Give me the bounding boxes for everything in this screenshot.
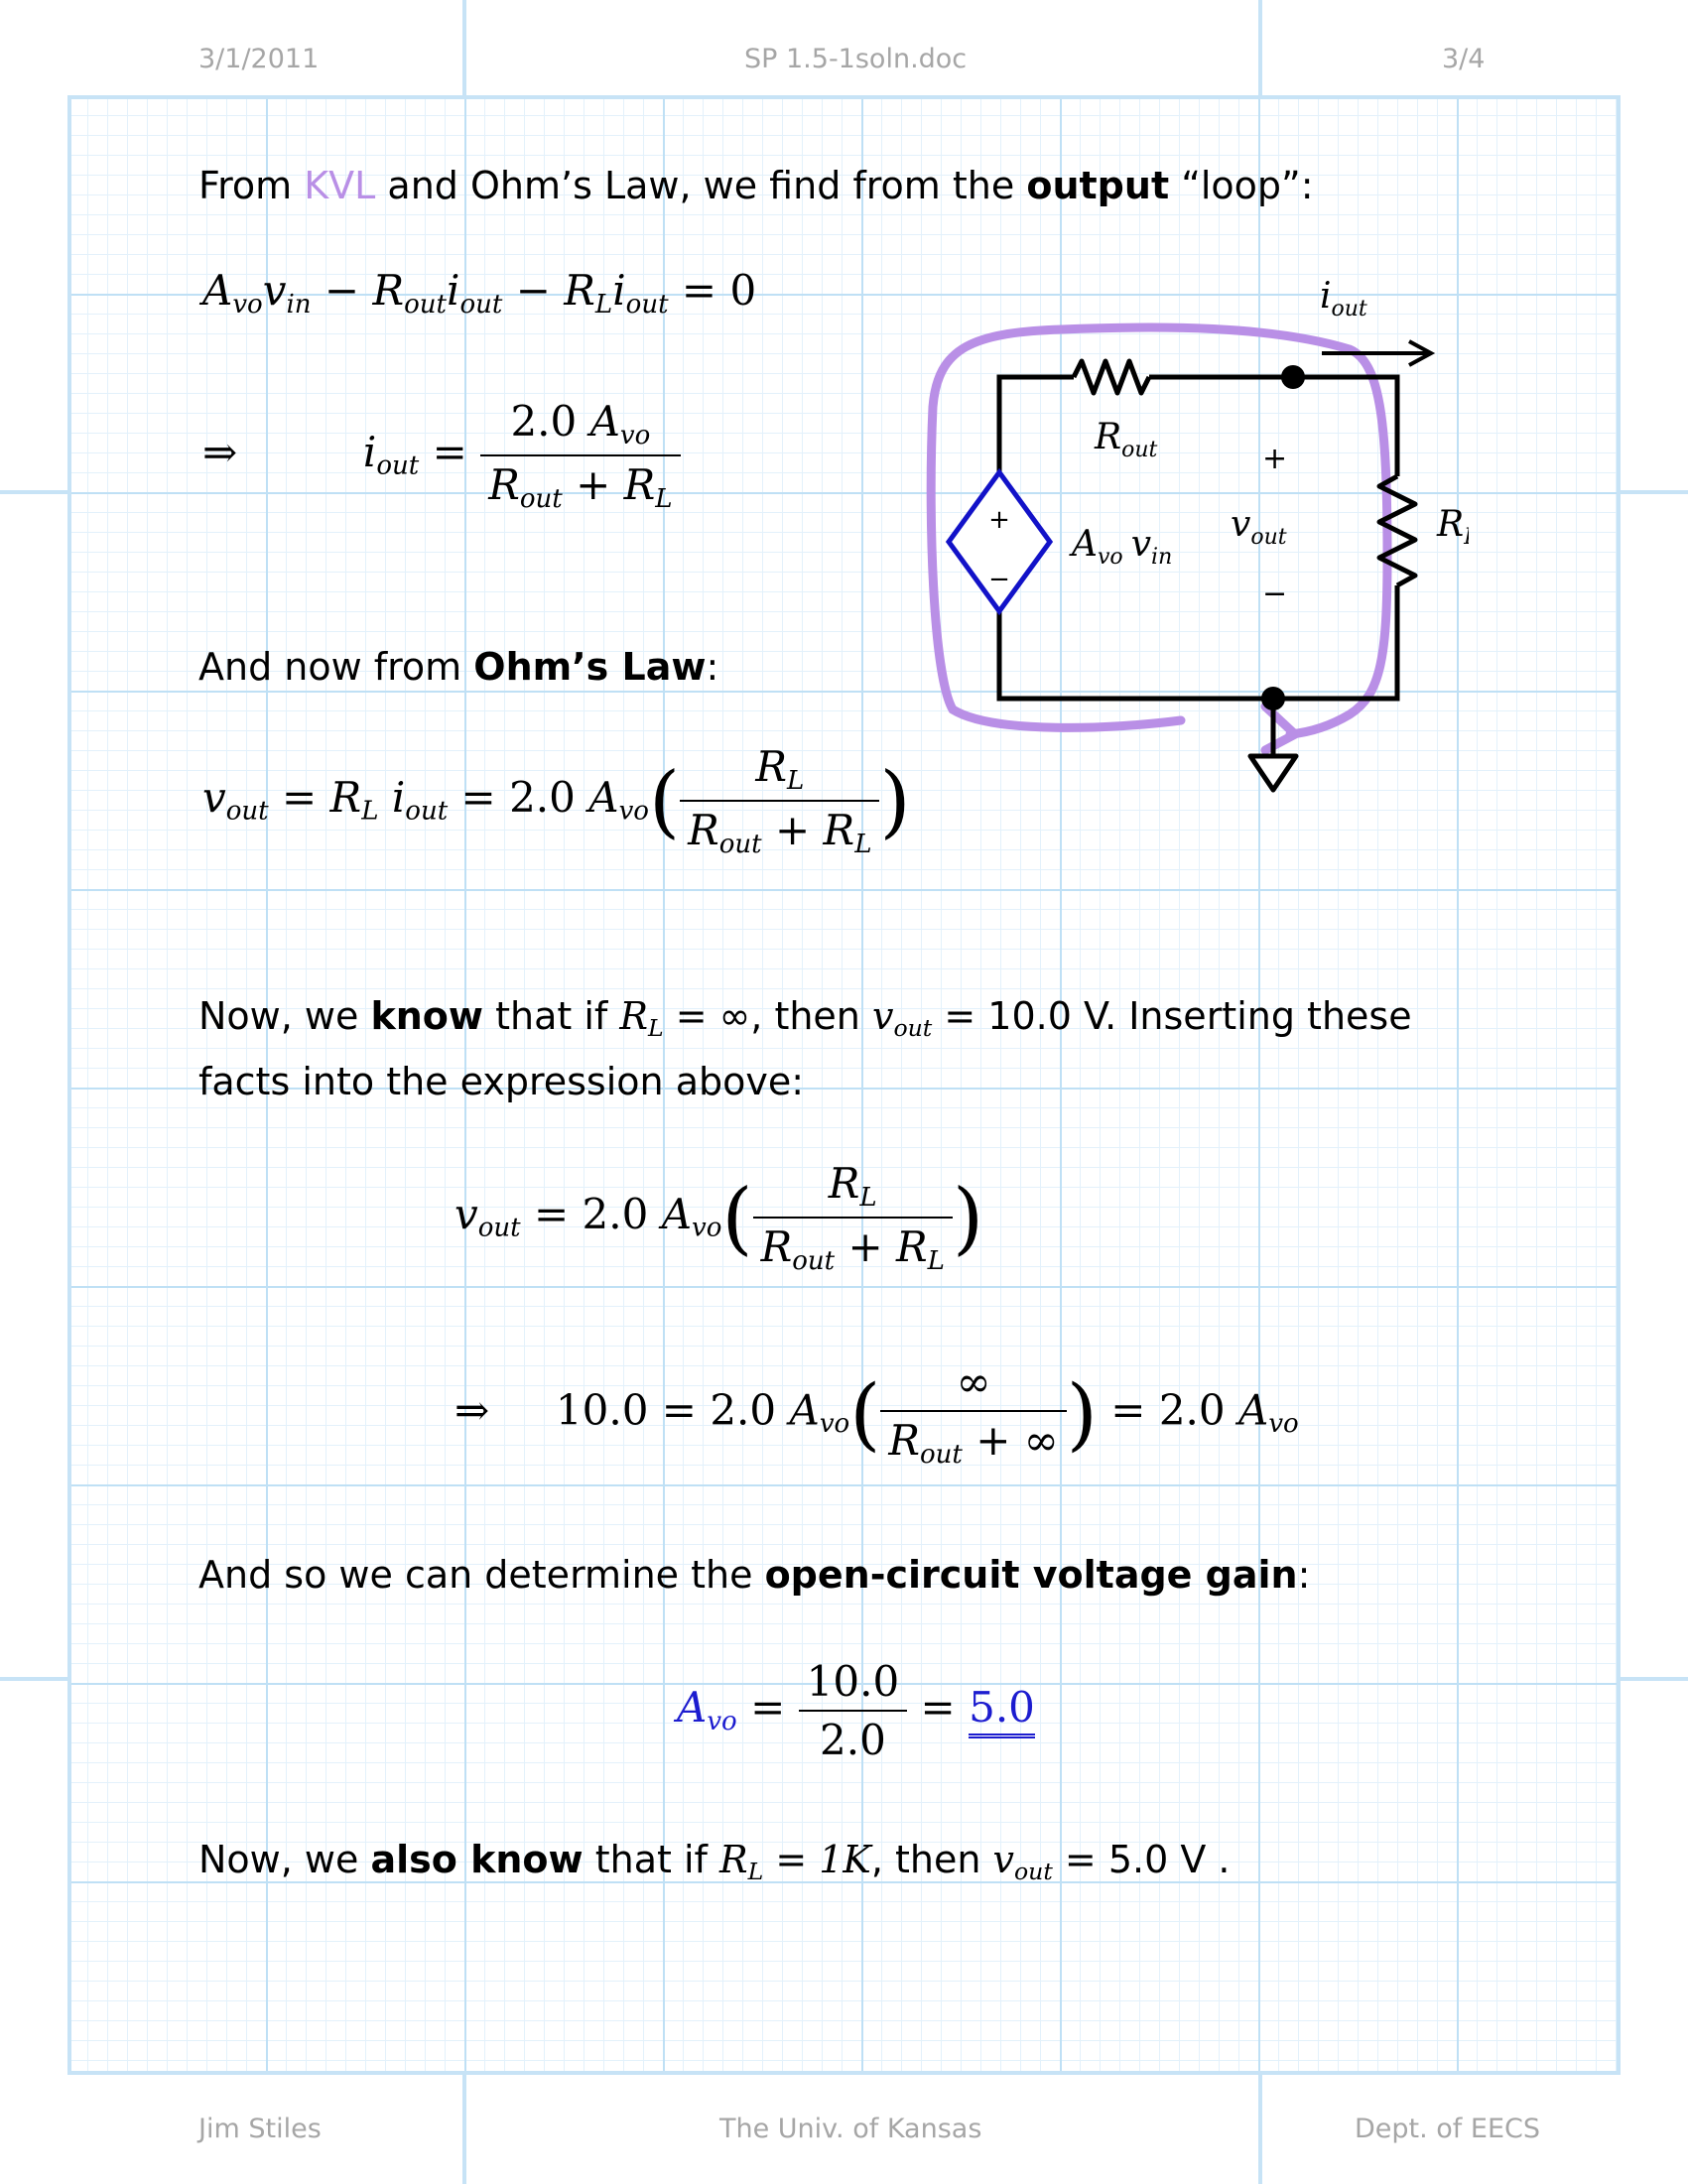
footer-university: The Univ. of Kansas — [719, 2114, 982, 2144]
dependent-voltage-source-icon — [945, 467, 1054, 616]
source-plus: + — [988, 505, 1010, 535]
equation-kvl-loop: Avovin − Routiout − RLiout = 0 — [202, 266, 757, 320]
ground-icon — [1247, 753, 1299, 793]
footer-author: Jim Stiles — [198, 2114, 322, 2144]
label-r-l: RL — [1436, 504, 1469, 550]
kvl-highlight: KVL — [304, 164, 376, 207]
resistor-rout — [1071, 358, 1152, 396]
header-date: 3/1/2011 — [198, 44, 320, 74]
header-filename: SP 1.5-1soln.doc — [744, 44, 968, 74]
wire-top-left — [996, 374, 1074, 472]
paragraph-1k-load: Now, we also know that if RL = 1K, then … — [198, 1838, 1231, 1886]
equation-open-circuit: ⇒ 10.0 = 2.0 Avo(∞Rout + ∞) = 2.0 Avo — [454, 1357, 1299, 1470]
footer-dept: Dept. of EECS — [1355, 2114, 1541, 2144]
header-page: 3/4 — [1442, 44, 1486, 74]
vout-minus: − — [1262, 577, 1287, 611]
resistor-rl — [1376, 473, 1418, 588]
label-i-out: iout — [1320, 276, 1367, 321]
circuit-diagram: + − iout Rout RL Avovin + vout − — [926, 276, 1469, 793]
kvl-loop-arrowhead — [1260, 702, 1300, 755]
label-v-out: vout — [1231, 504, 1287, 550]
source-minus: − — [988, 565, 1010, 594]
current-arrow-head — [1408, 339, 1436, 367]
wire-right-bottom — [996, 585, 1400, 702]
paragraph-infinite-load-line2: facts into the expression above: — [198, 1060, 805, 1103]
paragraph-kvl: From KVL and Ohm’s Law, we find from the… — [198, 164, 1314, 207]
paragraph-infinite-load: Now, we know that if RL = ∞, then vout =… — [198, 994, 1412, 1043]
kvl-loop-arrow — [926, 322, 1392, 739]
paragraph-gain: And so we can determine the open-circuit… — [198, 1553, 1311, 1597]
answer-value: 5.0 — [969, 1683, 1035, 1738]
label-r-out: Rout — [1094, 417, 1158, 462]
wire-top-right — [1149, 374, 1400, 476]
graph-paper — [67, 95, 1621, 2075]
paragraph-ohms-law: And now from Ohm’s Law: — [198, 645, 719, 689]
node-top — [1281, 365, 1305, 389]
vout-plus: + — [1262, 442, 1287, 476]
